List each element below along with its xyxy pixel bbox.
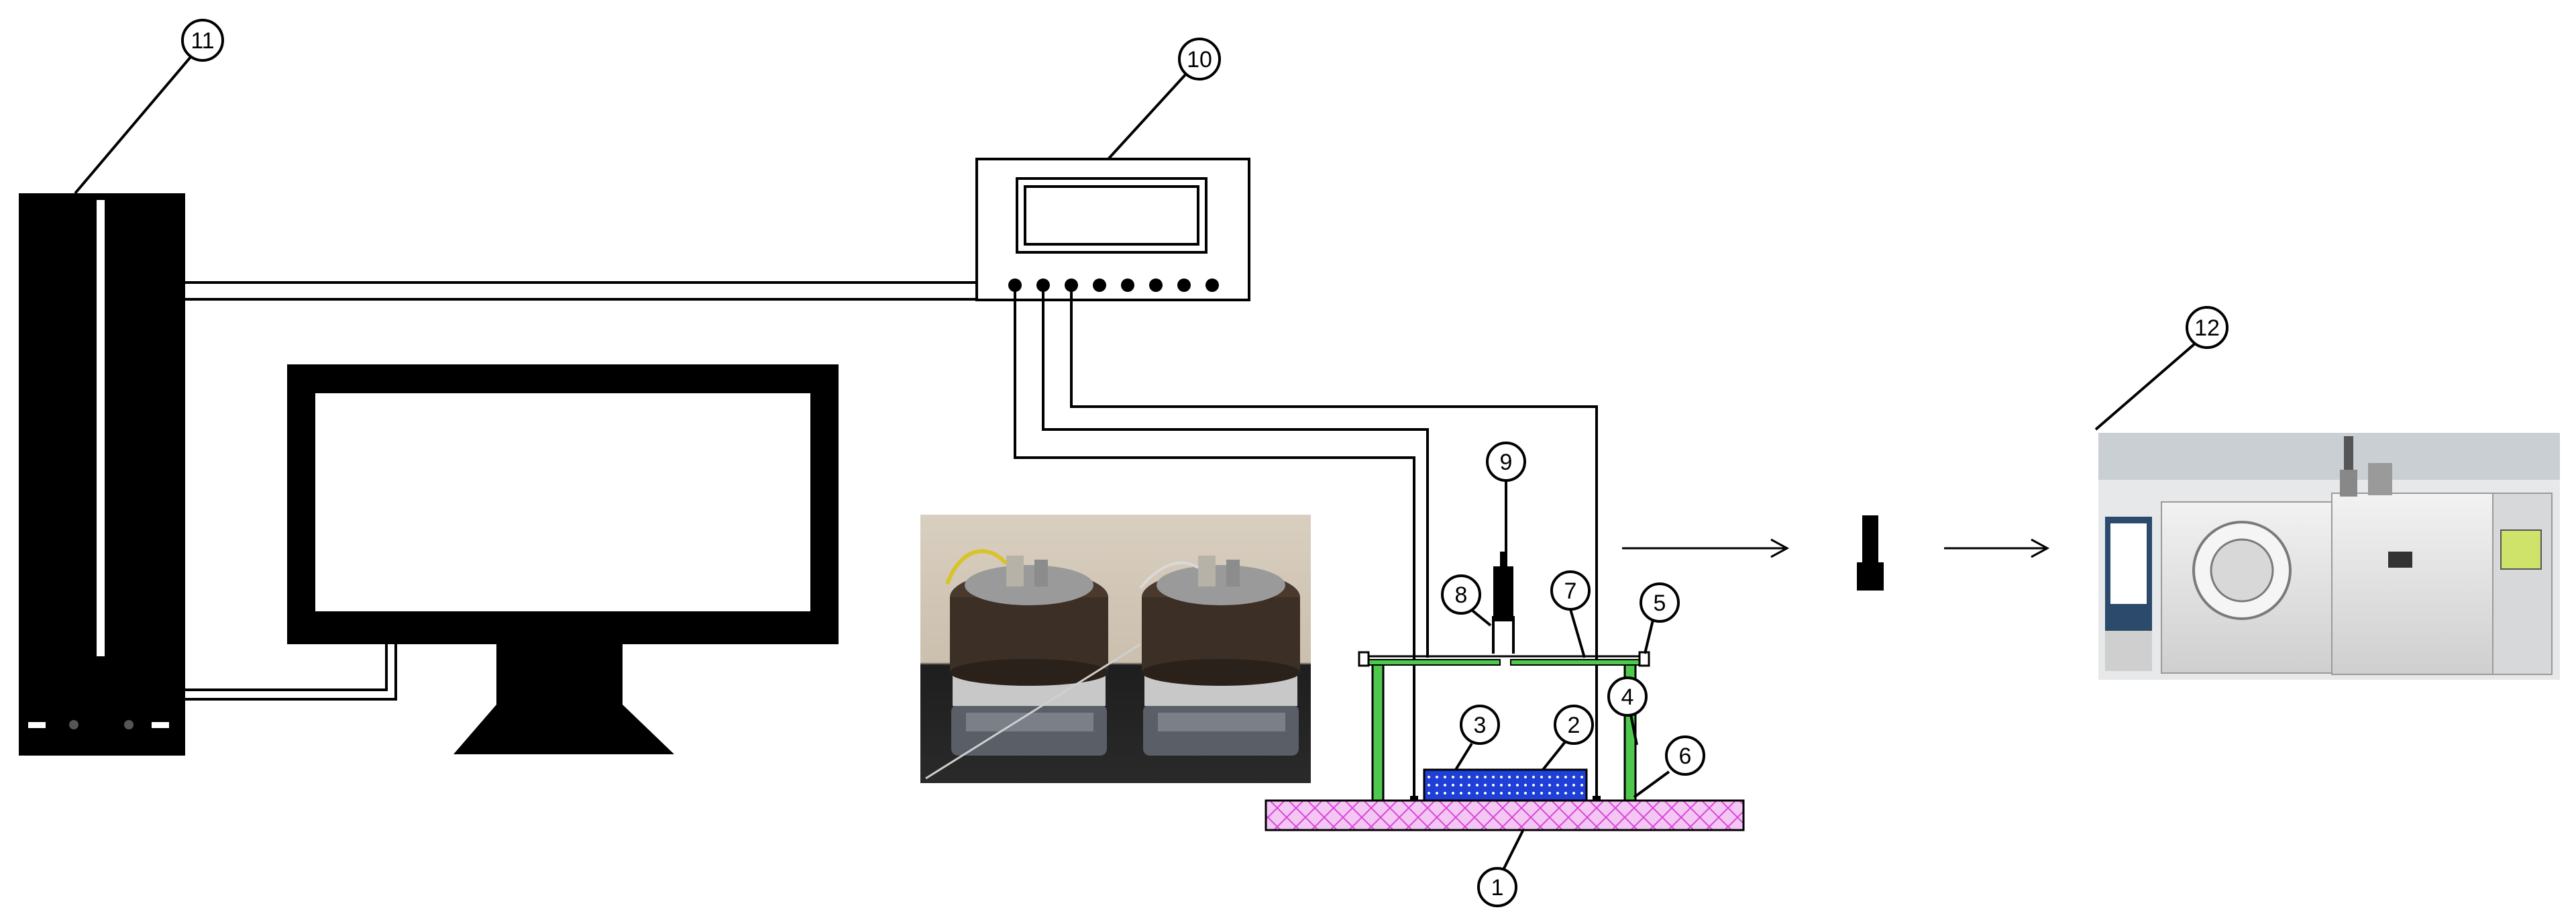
callout-11-label: 11 bbox=[191, 28, 214, 54]
pc-logger-cable bbox=[185, 281, 977, 301]
callout-6-label: 6 bbox=[1679, 744, 1692, 769]
callout-11: 11 bbox=[181, 19, 224, 62]
lid-latch-left bbox=[1358, 651, 1370, 667]
callout-5-label: 5 bbox=[1654, 591, 1666, 616]
gas-chromatograph bbox=[2098, 433, 2560, 680]
lid-latch-right bbox=[1638, 651, 1650, 667]
callout-12: 12 bbox=[2186, 306, 2229, 349]
callout-9: 9 bbox=[1486, 442, 1526, 482]
callout-2: 2 bbox=[1554, 705, 1594, 745]
callout-10: 10 bbox=[1178, 38, 1221, 81]
sensor-wires bbox=[1014, 285, 1598, 797]
incubation-chamber bbox=[1265, 552, 1745, 831]
callout-1-label: 1 bbox=[1491, 875, 1504, 901]
callout-5: 5 bbox=[1640, 582, 1680, 623]
leader-lines bbox=[74, 51, 2196, 874]
chamber-wall-left bbox=[1371, 661, 1385, 802]
callout-4: 4 bbox=[1607, 676, 1648, 717]
pc-tower bbox=[19, 193, 185, 756]
callout-8: 8 bbox=[1441, 574, 1481, 615]
callout-10-label: 10 bbox=[1187, 47, 1212, 72]
flow-arrow-1 bbox=[1622, 538, 1790, 558]
base-plate bbox=[1265, 799, 1745, 831]
callout-1: 1 bbox=[1477, 867, 1517, 907]
callout-6: 6 bbox=[1665, 735, 1705, 776]
callout-4-label: 4 bbox=[1621, 684, 1634, 710]
callout-3: 3 bbox=[1460, 705, 1500, 745]
soil-sample bbox=[1423, 768, 1588, 802]
sample-vial-icon bbox=[1857, 515, 1884, 591]
callout-7: 7 bbox=[1550, 570, 1591, 611]
pc-monitor-cable bbox=[185, 644, 397, 701]
callout-12-label: 12 bbox=[2194, 315, 2220, 341]
chamber-lid-left bbox=[1365, 659, 1501, 666]
callout-3-label: 3 bbox=[1474, 713, 1487, 738]
monitor bbox=[287, 364, 839, 754]
callout-8-label: 8 bbox=[1455, 582, 1468, 608]
chamber-photo bbox=[920, 515, 1311, 783]
callout-2-label: 2 bbox=[1568, 713, 1580, 738]
chamber-lid-right bbox=[1510, 659, 1643, 666]
data-logger bbox=[975, 158, 1250, 301]
callout-9-label: 9 bbox=[1500, 450, 1513, 475]
flow-arrow-2 bbox=[1944, 538, 2050, 558]
sampling-port bbox=[1493, 566, 1513, 621]
callout-7-label: 7 bbox=[1564, 578, 1577, 604]
